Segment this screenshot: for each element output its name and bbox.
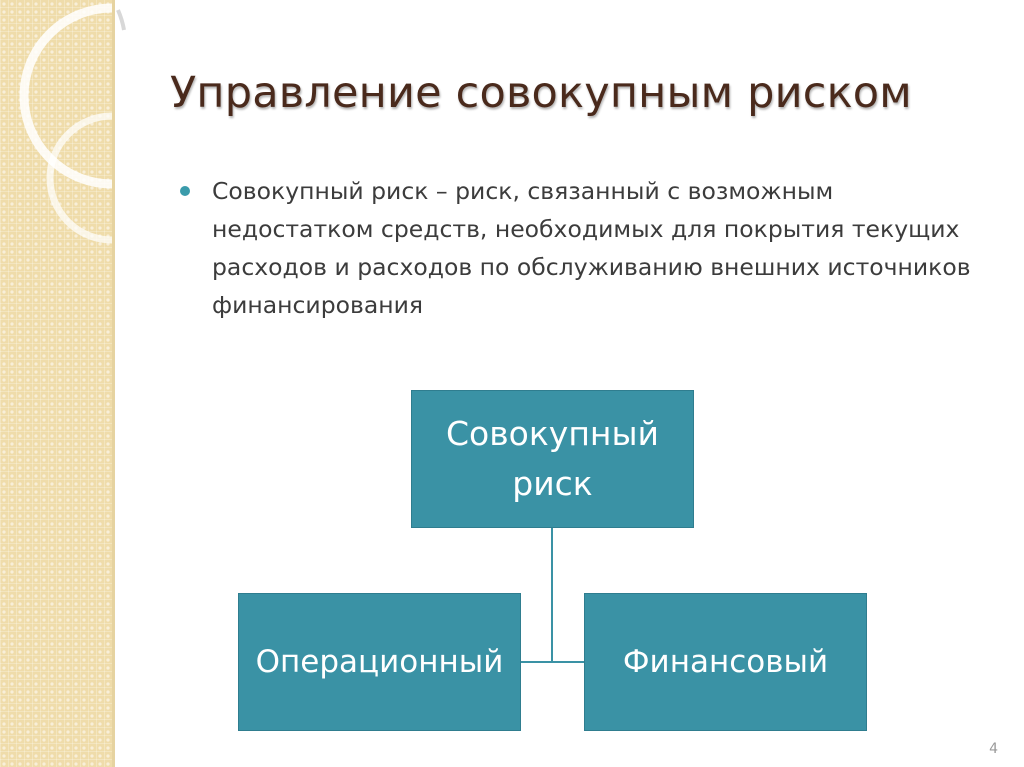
diagram-node-financial-label: Финансовый [622,644,829,680]
diagram-node-root-label: Совокупный риск [446,414,659,503]
decorative-rings [19,3,126,244]
decorative-side-strip [0,0,112,767]
diagram-node-operational-label: Операционный [255,644,504,680]
bullet-dot-icon [180,186,190,196]
bullet-item: Совокупный риск – риск, связанный с возм… [180,172,980,324]
slide-title: Управление совокупным риском [170,68,912,118]
side-strip-border [112,0,115,767]
page-number: 4 [989,741,998,757]
diagram-node-root: Совокупный риск [411,390,694,528]
bullet-text: Совокупный риск – риск, связанный с возм… [212,177,971,319]
diagram-node-operational: Операционный [238,593,521,731]
diagram-node-financial: Финансовый [584,593,867,731]
